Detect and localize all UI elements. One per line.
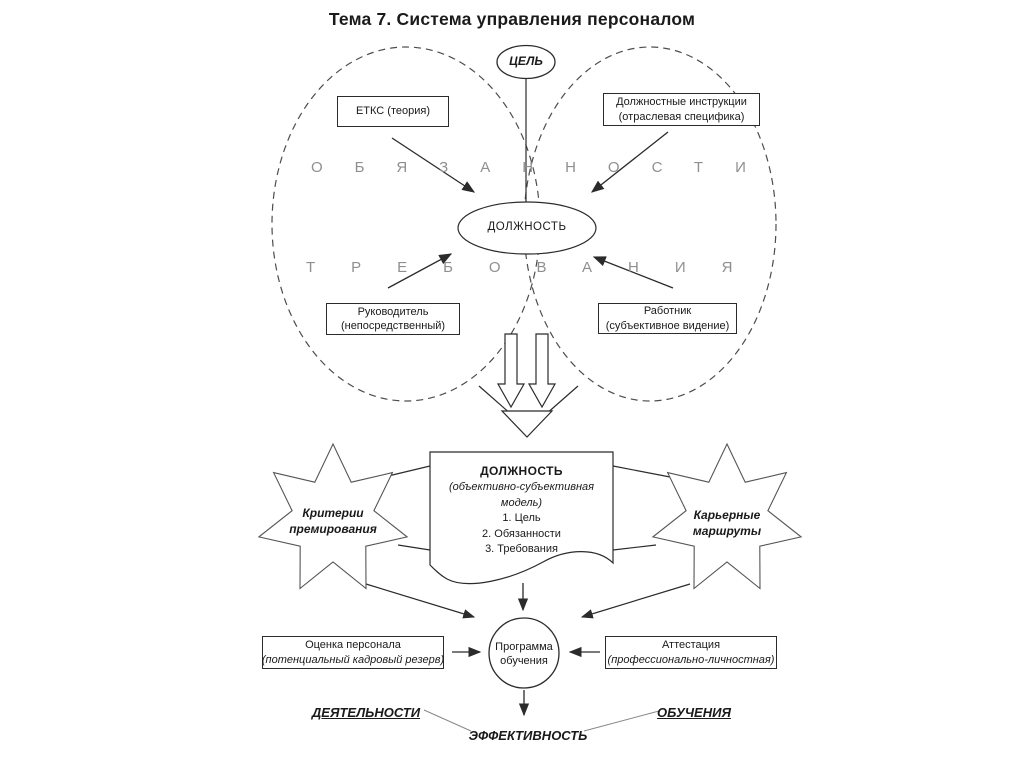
activity-label: ДЕЯТЕЛЬНОСТИ [311,705,421,720]
bonus-criteria-star [257,442,409,590]
arrow-manager-to-position [387,253,453,289]
training-label: ОБУЧЕНИЯ [657,705,731,720]
banner-line-right-top [612,465,671,478]
manager-box: Руководитель (непосредственный) [326,303,460,335]
goal-oval-label: ЦЕЛЬ [509,54,543,68]
manager-line1: Руководитель [357,305,429,318]
arrow-etks-to-position [391,137,476,193]
position-model-item-3: 3. Требования [485,543,558,556]
bonus-criteria-label: Критерии премирования [263,506,403,537]
position-model-item-1: 1. Цель [502,512,541,525]
arrow-instructions-to-position [590,131,669,193]
training-program-circle [488,617,560,689]
merge-whisker-left [478,385,513,416]
manager-line2: (непосредственный) [340,320,446,332]
banner-line-right-bottom [612,544,657,551]
bonus-criteria-line2: премирования [289,521,377,536]
training-program-line2: обучения [500,655,548,668]
assessment-box: Оценка персонала (потенциальный кадровый… [262,636,444,669]
hollow-arrow-right [527,333,557,409]
attestation-line2: (профессионально-личностная) [607,653,775,666]
duties-letters: ОБЯЗАННОСТИ [311,159,778,176]
assessment-line2: (потенциальный кадровый резерв) [261,653,445,666]
connector-effectiveness-training [583,710,660,732]
career-routes-star [651,442,803,590]
position-oval-label: ДОЛЖНОСТЬ [487,221,567,233]
arrow-leftstar-to-program [365,583,476,619]
training-program-line1: Программа [495,641,553,653]
worker-box: Работник (субъективное видение) [598,303,737,334]
arrow-rightstar-to-program [580,583,691,619]
goal-oval [496,44,556,80]
bonus-criteria-line1: Критерии [302,506,364,520]
worker-line2: (субъективное видение) [605,319,730,332]
etks-box: ЕТКС (теория) [337,96,449,127]
attestation-line1: Аттестация [661,639,721,652]
training-program-label: Программа обучения [479,640,569,669]
etks-label: ЕТКС (теория) [355,105,431,118]
position-model-text: ДОЛЖНОСТЬ (объективно-субъективная модел… [430,463,613,558]
attestation-box: Аттестация (профессионально-личностная) [605,636,777,669]
job-instructions-line1: Должностные инструкции [616,96,747,109]
job-instructions-box: Должностные инструкции (отраслевая специ… [603,93,760,126]
worker-line1: Работник [643,305,692,318]
position-oval [457,201,597,255]
career-routes-line1: Карьерные [693,508,761,522]
page-title: Тема 7. Система управления персоналом [328,9,696,29]
right-dashed-ellipse [523,46,777,402]
hollow-arrow-left [496,333,526,409]
merge-arrowhead [500,410,554,438]
assessment-line1: Оценка персонала [305,639,401,652]
requirements-letters: ТРЕБОВАНИЯ [306,259,769,276]
career-routes-line2: маршруты [692,523,762,538]
position-model-document [429,451,614,585]
job-instructions-line2: (отраслевая специфика) [618,110,745,123]
merge-whisker-right [544,385,579,416]
position-model-heading: ДОЛЖНОСТЬ [480,464,563,478]
effectiveness-label: ЭФФЕКТИВНОСТЬ [468,728,588,743]
arrow-worker-to-position [592,256,674,289]
position-model-subheading: (объективно-субъективная модель) [448,481,594,509]
position-model-item-2: 2. Обязанности [482,527,561,540]
connector-activity-effectiveness [423,709,472,732]
banner-line-left-bottom [397,544,431,551]
career-routes-label: Карьерные маршруты [657,508,797,539]
